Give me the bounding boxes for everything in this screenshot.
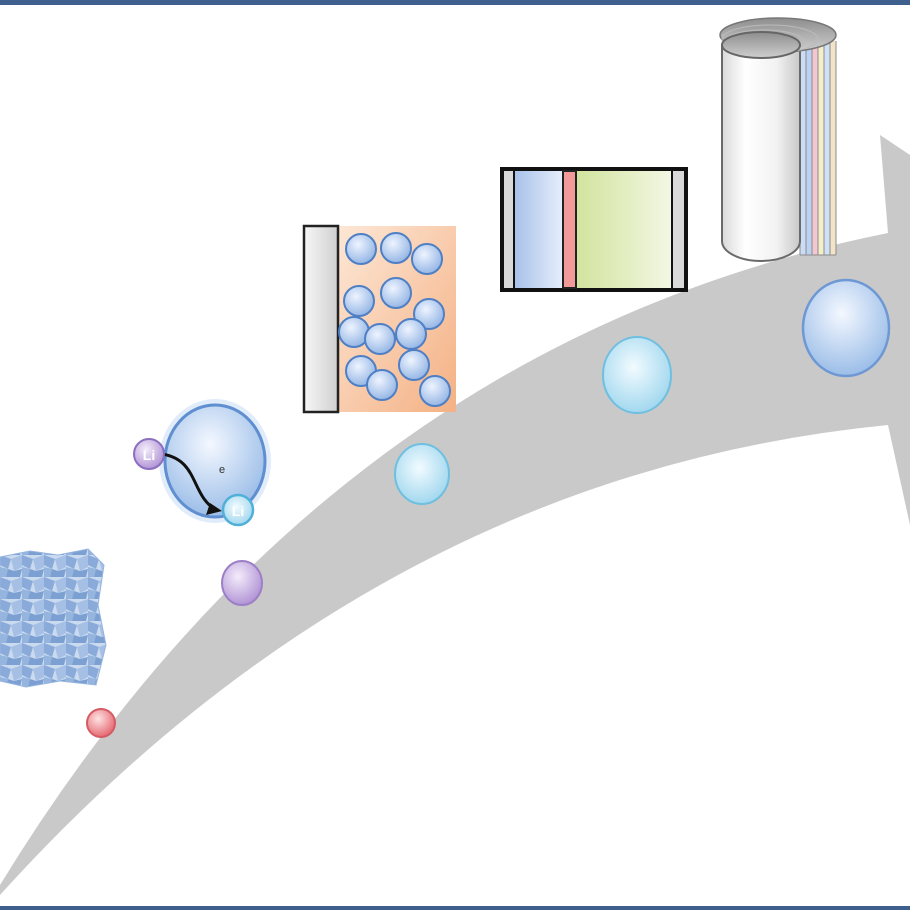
current-collector bbox=[302, 224, 340, 414]
cathode-collector bbox=[673, 171, 684, 288]
porous-electrode-icon bbox=[302, 224, 456, 414]
scale-progression-arrow bbox=[0, 135, 910, 895]
li-ion-after-label: Li bbox=[232, 503, 244, 519]
crystal-structure-icon bbox=[0, 548, 107, 688]
cathode-layer bbox=[577, 171, 672, 288]
anode-layer bbox=[515, 171, 563, 288]
li-intercalation-particle: Li e Li bbox=[133, 399, 271, 527]
li-ion-before-icon bbox=[133, 438, 165, 470]
li-ion-before-label: Li bbox=[143, 447, 155, 463]
particle-scale-sphere bbox=[394, 443, 450, 505]
cell-layers-icon bbox=[500, 167, 688, 292]
multiscale-battery-diagram: Li e Li bbox=[0, 17, 910, 895]
ion-scale-sphere bbox=[221, 560, 263, 606]
electrode-scale-sphere bbox=[602, 336, 672, 414]
li-ion-after-icon bbox=[221, 493, 255, 527]
separator-layer bbox=[562, 170, 577, 289]
battery-scale-sphere bbox=[801, 278, 891, 378]
anode-collector bbox=[504, 171, 514, 288]
cylindrical-battery-icon bbox=[719, 17, 837, 262]
electron-label: e bbox=[219, 464, 225, 476]
active-particles bbox=[338, 232, 451, 407]
atom-scale-sphere bbox=[86, 708, 116, 738]
